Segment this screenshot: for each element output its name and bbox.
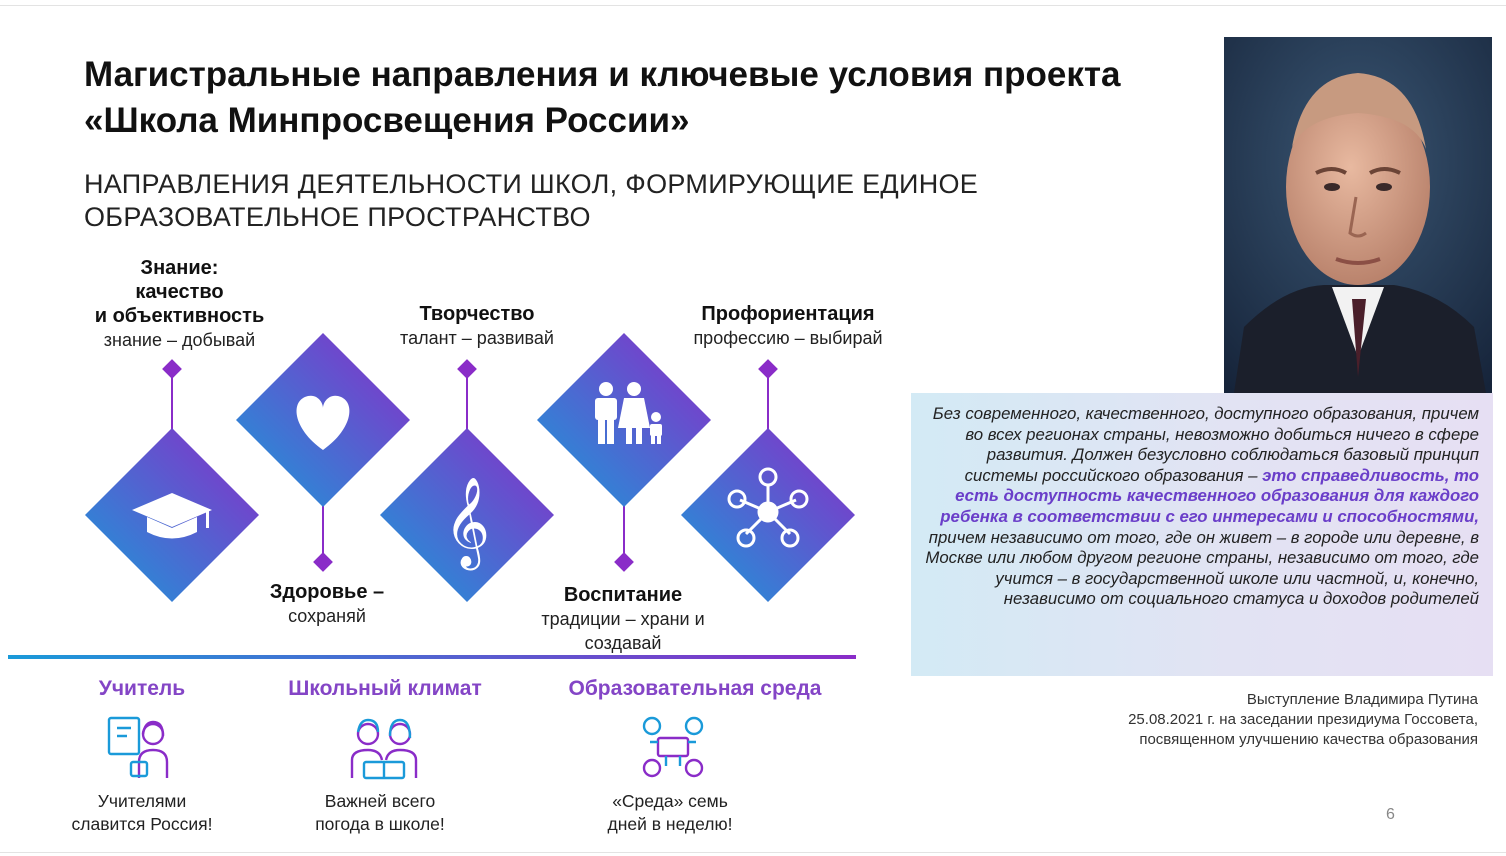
direction-knowledge-label: Знание: качество и объективность знание … xyxy=(94,257,265,350)
classroom-icon xyxy=(642,716,704,778)
quote-source: Выступление Владимира Путина 25.08.2021 … xyxy=(1128,691,1478,748)
condition-climate-text: Важней всего погода в школе! xyxy=(315,791,445,834)
page-number: 6 xyxy=(1386,806,1395,823)
condition-environment-title: Образовательная среда xyxy=(568,677,822,700)
condition-environment-text: «Среда» семь дней в неделю! xyxy=(607,791,733,834)
direction-health-label: Здоровье – сохраняй xyxy=(269,581,385,626)
quote-text: Без современного, качественного, доступн… xyxy=(925,404,1479,609)
direction-creativity-label: Творчество талант – развивай xyxy=(400,303,554,348)
direction-upbringing-label: Воспитание традиции – храни и создавай xyxy=(541,584,705,653)
condition-climate-title: Школьный климат xyxy=(288,677,482,700)
treble-clef-icon: 𝄞 xyxy=(444,477,490,571)
connectors xyxy=(162,359,778,572)
network-icon xyxy=(727,467,809,548)
graduation-cap-icon xyxy=(132,493,212,539)
direction-career-label: Профориентация профессию – выбирай xyxy=(693,303,883,348)
portrait-image xyxy=(1224,37,1492,393)
quote-box: Без современного, качественного, доступн… xyxy=(911,393,1493,676)
students-icon xyxy=(350,718,418,780)
top-border xyxy=(0,5,1506,6)
heart-icon xyxy=(296,395,350,450)
slide-title: Магистральные направления и ключевые усл… xyxy=(84,55,1121,140)
directions-diagram: 𝄞 xyxy=(85,333,855,602)
gradient-divider xyxy=(8,655,856,659)
family-icon xyxy=(595,382,662,444)
quote-emphasis: это справедливость, то есть доступность … xyxy=(940,465,1479,526)
portrait-photo xyxy=(1224,37,1492,393)
bottom-border xyxy=(0,852,1506,853)
diamond-creativity xyxy=(380,428,554,602)
slide-subtitle: НАПРАВЛЕНИЯ ДЕЯТЕЛЬНОСТИ ШКОЛ, ФОРМИРУЮЩ… xyxy=(84,169,979,232)
teacher-icon xyxy=(107,716,169,778)
condition-teacher-title: Учитель xyxy=(98,677,186,700)
condition-teacher-text: Учителями славится Россия! xyxy=(71,791,213,834)
